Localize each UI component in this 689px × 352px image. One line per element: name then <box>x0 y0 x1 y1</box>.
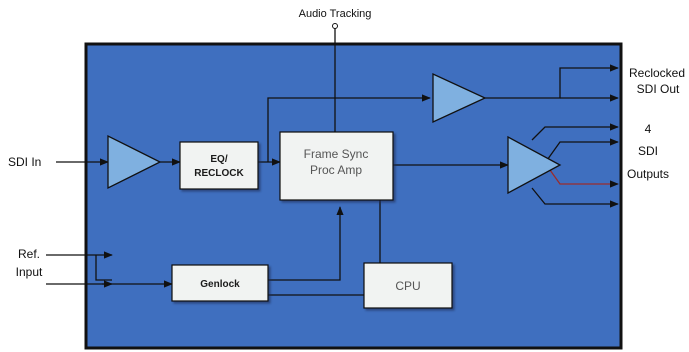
audio-tracking-label: Audio Tracking <box>299 8 372 20</box>
frame-sync-block <box>279 131 394 201</box>
ref-input-label-1: Ref. <box>18 247 40 261</box>
eq-reclock-label-1: EQ/ <box>210 154 227 165</box>
outputs-label-3: Outputs <box>627 167 669 181</box>
reclocked-label-1: Reclocked <box>629 66 685 80</box>
outputs-label-1: 4 <box>645 122 652 136</box>
signal-lines <box>46 26 619 296</box>
audio-tracking-node <box>332 23 338 29</box>
frame-sync-label-2: Proc Amp <box>310 163 362 177</box>
output-amplifier <box>507 135 562 195</box>
eq-reclock-block <box>179 141 259 190</box>
genlock-block <box>171 264 269 302</box>
frame-sync-label-1: Frame Sync <box>304 147 369 161</box>
reclocked-amplifier <box>432 72 487 124</box>
cpu-label: CPU <box>395 279 420 293</box>
ref-input-label-2: Input <box>16 265 43 279</box>
reclocked-label-2: SDI Out <box>637 82 680 96</box>
outputs-label-2: SDI <box>638 144 658 158</box>
sdi-in-label: SDI In <box>8 155 41 169</box>
eq-reclock-label-2: RECLOCK <box>194 168 244 179</box>
genlock-label: Genlock <box>200 279 240 290</box>
cpu-block <box>363 262 453 309</box>
input-amplifier <box>107 134 162 190</box>
